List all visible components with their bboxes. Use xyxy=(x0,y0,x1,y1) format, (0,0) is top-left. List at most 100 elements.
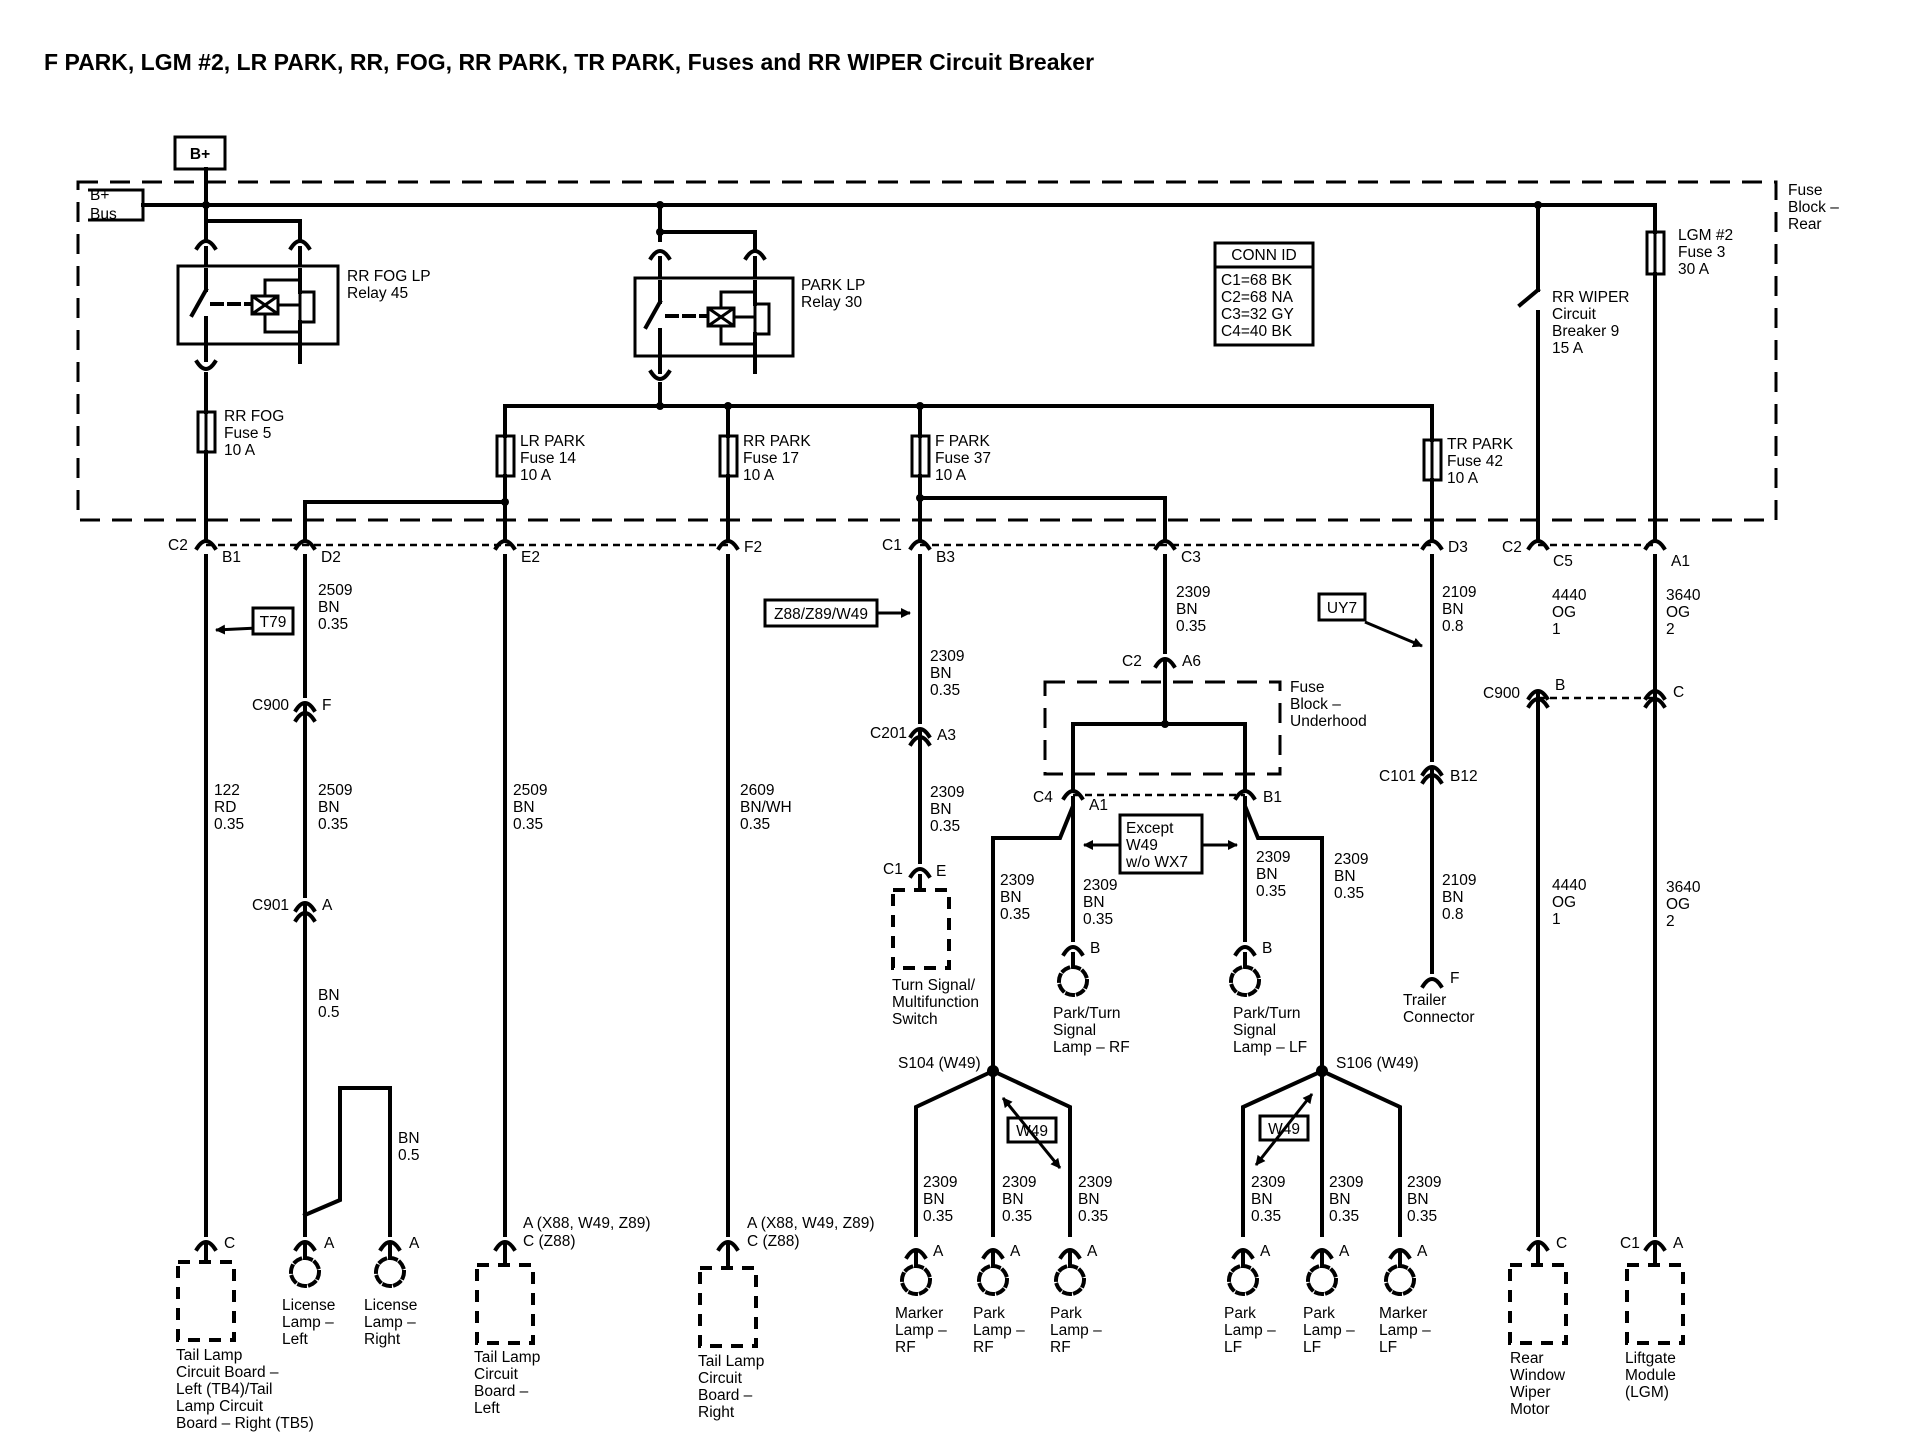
svg-text:Lamp –: Lamp – xyxy=(895,1322,947,1339)
svg-text:C1: C1 xyxy=(882,537,902,554)
svg-text:Tail Lamp: Tail Lamp xyxy=(698,1353,764,1370)
svg-text:BN: BN xyxy=(1002,1191,1024,1208)
svg-text:0.5: 0.5 xyxy=(318,1004,340,1021)
svg-text:A6: A6 xyxy=(1182,653,1201,670)
svg-text:Multifunction: Multifunction xyxy=(892,994,979,1011)
svg-text:Window: Window xyxy=(1510,1367,1566,1384)
svg-text:LR PARK: LR PARK xyxy=(520,433,586,450)
svg-text:Rear: Rear xyxy=(1510,1350,1544,1367)
svg-text:Lamp Circuit: Lamp Circuit xyxy=(176,1398,264,1415)
svg-text:Fuse 14: Fuse 14 xyxy=(520,450,576,467)
svg-text:1: 1 xyxy=(1552,621,1561,638)
svg-text:C3=32 GY: C3=32 GY xyxy=(1221,306,1294,323)
svg-text:Lamp – RF: Lamp – RF xyxy=(1053,1039,1130,1056)
svg-text:2309: 2309 xyxy=(1251,1174,1285,1191)
svg-text:Signal: Signal xyxy=(1053,1022,1096,1039)
svg-text:RF: RF xyxy=(1050,1339,1071,1356)
svg-text:BN: BN xyxy=(1334,868,1356,885)
splice-s104: S104 (W49) W49 2309 BN 0.35 2309 BN 0.35… xyxy=(898,1055,1112,1237)
svg-text:A: A xyxy=(1260,1243,1271,1260)
svg-text:10 A: 10 A xyxy=(743,467,775,484)
svg-text:C2: C2 xyxy=(1122,653,1142,670)
svg-text:BN: BN xyxy=(923,1191,945,1208)
svg-text:0.35: 0.35 xyxy=(1083,911,1113,928)
svg-text:0.35: 0.35 xyxy=(1407,1208,1437,1225)
svg-text:2309: 2309 xyxy=(1329,1174,1363,1191)
svg-text:Bus: Bus xyxy=(90,206,117,223)
svg-text:Right: Right xyxy=(698,1404,735,1421)
circuit-2509-license: 2509 BN 0.35 C900 F 2509 BN 0.35 C901 A … xyxy=(252,554,420,1237)
svg-text:w/o WX7: w/o WX7 xyxy=(1125,854,1188,871)
svg-text:Fuse 37: Fuse 37 xyxy=(935,450,991,467)
svg-text:10 A: 10 A xyxy=(520,467,552,484)
svg-text:C3: C3 xyxy=(1181,549,1201,566)
svg-text:PARK LP: PARK LP xyxy=(801,277,865,294)
circuit-2309-turn-switch: Z88/Z89/W49 2309 BN 0.35 C201 A3 2309 BN… xyxy=(763,554,979,1028)
svg-text:Lamp –: Lamp – xyxy=(1224,1322,1276,1339)
svg-text:(LGM): (LGM) xyxy=(1625,1384,1669,1401)
svg-text:Breaker 9: Breaker 9 xyxy=(1552,323,1619,340)
svg-text:C4=40 BK: C4=40 BK xyxy=(1221,323,1293,340)
svg-text:0.8: 0.8 xyxy=(1442,906,1464,923)
svg-text:LF: LF xyxy=(1224,1339,1242,1356)
svg-text:Park: Park xyxy=(973,1305,1005,1322)
svg-text:Board – Right (TB5): Board – Right (TB5) xyxy=(176,1415,314,1432)
svg-text:2309: 2309 xyxy=(1083,877,1117,894)
component-wiper-motor: C Rear Window Wiper Motor xyxy=(1508,1235,1568,1418)
svg-text:W49: W49 xyxy=(1126,837,1158,854)
power-source-label: B+ xyxy=(190,146,210,163)
component-tail-lamp-right: A (X88, W49, Z89) C (Z88) Tail Lamp Circ… xyxy=(698,1215,875,1421)
svg-text:S106 (W49): S106 (W49) xyxy=(1336,1055,1419,1072)
svg-text:A: A xyxy=(933,1243,944,1260)
svg-text:Fuse 42: Fuse 42 xyxy=(1447,453,1503,470)
power-source: B+ xyxy=(173,135,227,208)
svg-text:BN: BN xyxy=(1442,889,1464,906)
svg-text:D3: D3 xyxy=(1448,539,1468,556)
svg-text:10 A: 10 A xyxy=(935,467,967,484)
svg-text:0.35: 0.35 xyxy=(930,682,960,699)
option-except: Except W49 w/o WX7 xyxy=(1083,813,1238,875)
svg-text:RR WIPER: RR WIPER xyxy=(1552,289,1630,306)
svg-text:Fuse: Fuse xyxy=(1788,182,1822,199)
svg-text:15 A: 15 A xyxy=(1552,340,1584,357)
svg-text:10 A: 10 A xyxy=(224,442,256,459)
svg-text:B1: B1 xyxy=(1263,789,1282,806)
svg-text:Circuit: Circuit xyxy=(474,1366,519,1383)
svg-text:0.35: 0.35 xyxy=(740,816,770,833)
svg-text:C2: C2 xyxy=(168,537,188,554)
svg-text:0.35: 0.35 xyxy=(513,816,543,833)
svg-text:Fuse: Fuse xyxy=(1290,679,1324,696)
svg-text:C5: C5 xyxy=(1553,553,1573,570)
svg-text:0.35: 0.35 xyxy=(318,616,348,633)
svg-text:Lamp –: Lamp – xyxy=(282,1314,334,1331)
svg-text:Block –: Block – xyxy=(1788,199,1839,216)
park-relay: PARK LP Relay 30 xyxy=(633,201,865,410)
svg-text:BN: BN xyxy=(1442,601,1464,618)
rr-fog-relay: RR FOG LP Relay 45 xyxy=(176,203,431,371)
svg-text:Relay 45: Relay 45 xyxy=(347,285,408,302)
svg-text:Signal: Signal xyxy=(1233,1022,1276,1039)
svg-text:B1: B1 xyxy=(222,549,241,566)
svg-text:Wiper: Wiper xyxy=(1510,1384,1550,1401)
svg-text:C901: C901 xyxy=(252,897,289,914)
svg-text:A3: A3 xyxy=(937,727,956,744)
svg-text:Lamp –: Lamp – xyxy=(1379,1322,1431,1339)
svg-text:A (X88, W49, Z89): A (X88, W49, Z89) xyxy=(523,1215,651,1232)
svg-text:Connector: Connector xyxy=(1403,1009,1475,1026)
svg-text:A: A xyxy=(1417,1243,1428,1260)
svg-text:BN: BN xyxy=(1251,1191,1273,1208)
svg-text:122: 122 xyxy=(214,782,240,799)
circuit-2309-lf-branch: 2309 BN 0.35 2309 BN 0.35 B Park/Turn Si… xyxy=(1229,796,1368,1068)
svg-text:OG: OG xyxy=(1552,604,1576,621)
circuit-4440-wiper: 4440 OG 1 C900 B 4440 OG 1 xyxy=(1483,587,1655,1237)
svg-text:0.35: 0.35 xyxy=(1256,883,1286,900)
component-liftgate-module: C1 A Liftgate Module (LGM) xyxy=(1620,1235,1685,1401)
svg-text:BN: BN xyxy=(318,799,340,816)
svg-text:C2=68 NA: C2=68 NA xyxy=(1221,289,1294,306)
circuit-3640-lgm: 3640 OG 2 C 3640 OG 2 xyxy=(1643,554,1701,1237)
svg-text:Block –: Block – xyxy=(1290,696,1341,713)
svg-text:F: F xyxy=(1450,970,1459,987)
svg-text:Lamp – LF: Lamp – LF xyxy=(1233,1039,1307,1056)
svg-text:BN: BN xyxy=(398,1130,420,1147)
svg-text:CONN ID: CONN ID xyxy=(1231,247,1296,264)
